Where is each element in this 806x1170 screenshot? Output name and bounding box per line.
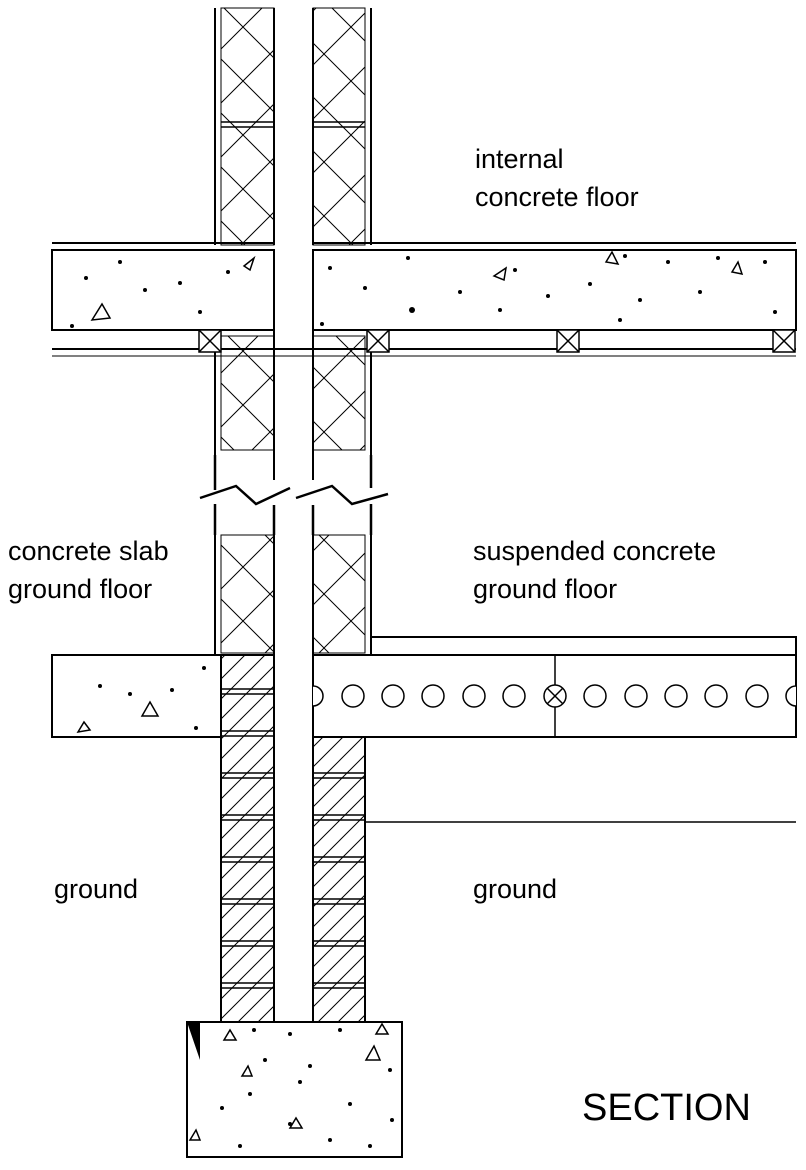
joist-blocks (198, 329, 796, 353)
label-suspended-concrete: suspended concrete (473, 536, 716, 566)
break-line (199, 455, 389, 535)
lower-right-leaf-hatch (312, 534, 366, 654)
label-internal-floor: concrete floor (475, 182, 639, 212)
label-suspended-ground-floor: ground floor (473, 574, 617, 604)
label-ground-right: ground (473, 874, 557, 904)
concrete-dots-slab (76, 666, 206, 734)
label-concrete-slab: concrete slab (8, 536, 169, 566)
upper-joints (221, 121, 365, 128)
label-internal: internal (475, 144, 564, 174)
concrete-dots-upper (70, 250, 777, 328)
section-title: SECTION (582, 1087, 751, 1129)
label-slab-ground-floor: ground floor (8, 574, 152, 604)
right-brickwork (312, 736, 366, 1023)
suspended-screed (370, 636, 797, 656)
plank-cores (312, 684, 797, 708)
label-ground-left: ground (54, 874, 138, 904)
internal-concrete-floor (51, 242, 797, 357)
concrete-slab-ground-floor (51, 654, 222, 738)
strip-foundation (186, 1021, 403, 1158)
left-brickwork (220, 654, 275, 1023)
foundation-dots (187, 1022, 394, 1148)
middle-left-leaf-hatch (220, 335, 275, 451)
lower-left-leaf-hatch (220, 534, 275, 654)
brick-joints (221, 688, 365, 989)
middle-right-leaf-hatch (312, 335, 366, 451)
